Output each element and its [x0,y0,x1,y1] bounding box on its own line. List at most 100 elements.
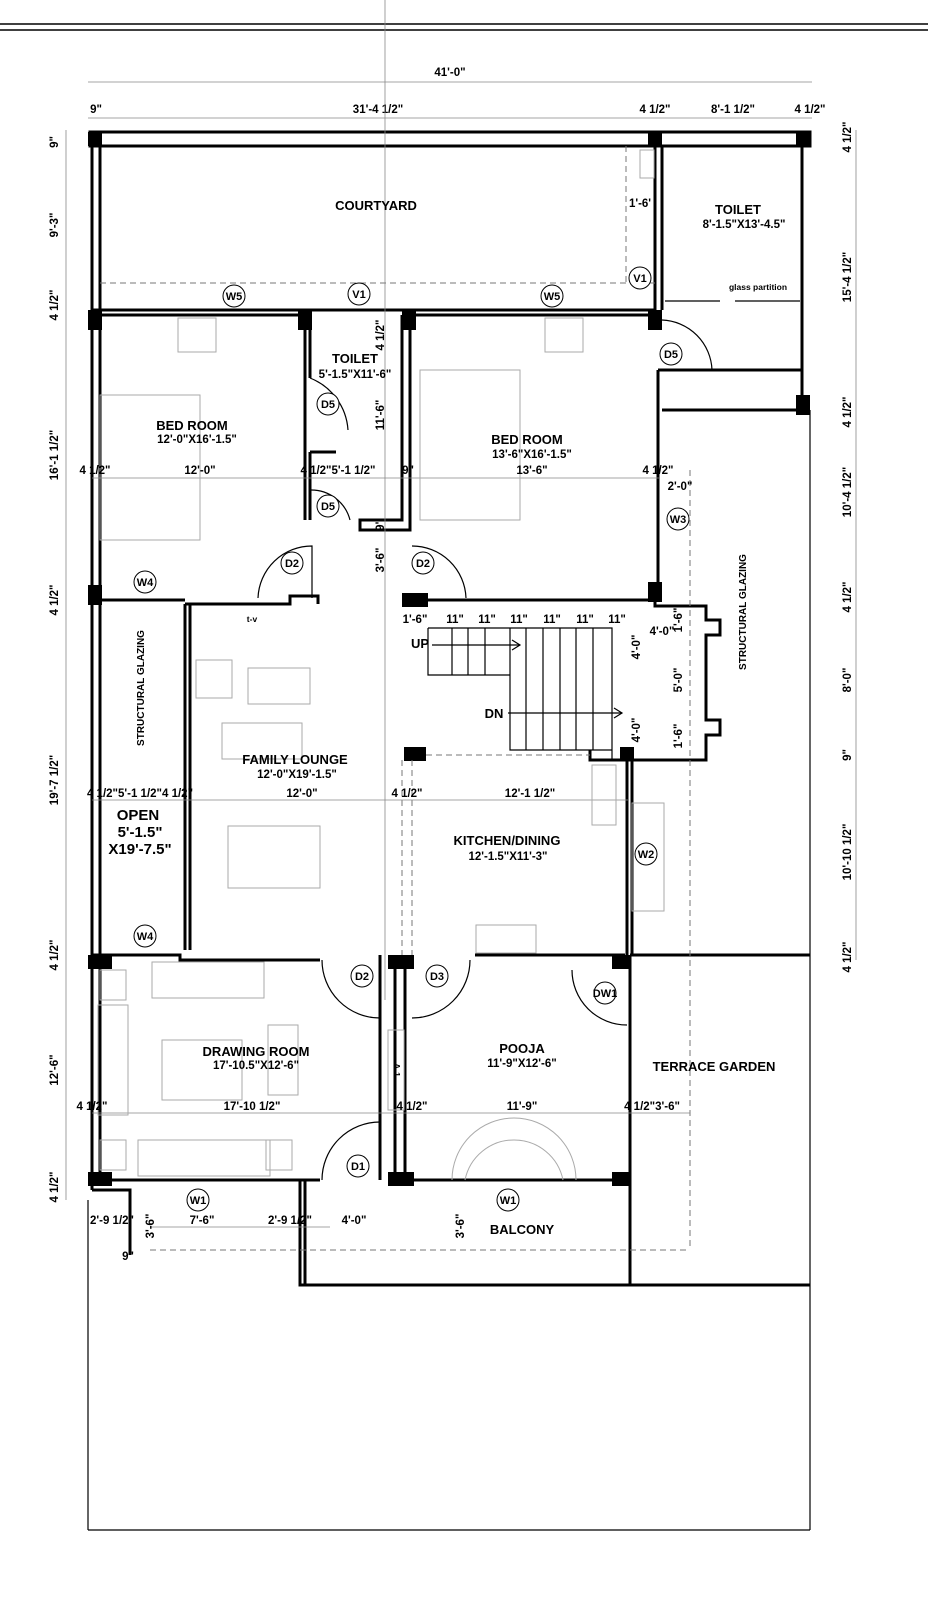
walls [88,130,812,1287]
inner-dims: 4 1/2" 12'-0" 4 1/2"5'-1 1/2" 9" 13'-6" … [76,319,692,1263]
tag-circle [411,551,435,575]
room-labels: COURTYARD TOILET 8'-1.5"X13'-4.5" BED RO… [108,198,785,1237]
dim: 8'-0" [842,668,854,693]
tag-circle [347,282,371,306]
dimension-lines [65,81,857,1200]
kitchen-size: 12'-1.5"X11'-3" [468,851,547,863]
dim: 4 1/2" [49,939,61,970]
tag-label: V1 [633,273,646,285]
dim: 9" [90,104,102,116]
opening-tag: W2 [634,842,658,866]
tag-label: D2 [416,558,430,570]
reference-lines [92,0,691,1251]
opening-tag: V1 [628,266,652,290]
notes: glass partition STRUCTURAL GLAZING STRUC… [136,198,787,1077]
dim: 4 1/2"5'-1 1/2" [300,465,375,477]
opening-tag: W5 [540,284,564,308]
dim: 4 1/2"5'-1 1/2"4 1/2" [87,788,193,800]
right-dims: 4 1/2" 15'-4 1/2" 4 1/2" 10'-4 1/2" 4 1/… [842,121,854,972]
opening-tag: D5 [316,392,340,416]
tag-circle [346,1154,370,1178]
tag-label: D2 [285,558,299,570]
staircase [427,627,624,760]
open-size-1: 5'-1.5" [118,824,163,841]
tag-label: D1 [351,1161,365,1173]
tv-note: t-v [247,614,258,624]
dim: 4 1/2" [76,1101,107,1113]
opening-tag: D2 [280,551,304,575]
tag-label: W3 [670,514,687,526]
header-rule [0,23,928,31]
tag-label: D5 [321,501,335,513]
dim: 3'-6" [145,1214,157,1239]
tag-label: W4 [137,577,154,589]
dim: 4 1/2" [79,465,110,477]
dim: 13'-6" [516,465,547,477]
dim: 11" [576,614,594,626]
tag-label: W1 [500,1195,517,1207]
dim: 12'-0" [184,465,215,477]
site-boundary [87,410,811,1531]
dim: 4 1/2" [375,319,387,350]
tag-circle [593,981,617,1005]
tag-circle [186,1188,210,1212]
dim: 16'-1 1/2" [49,430,61,480]
opening-tag: W4 [133,924,157,948]
dim: 1'-6" [673,608,685,633]
dim: 4 1/2" [794,104,825,116]
dim: 4 1/2" [842,121,854,152]
dim: 1'-6" [403,614,428,626]
opening-tag: D2 [350,964,374,988]
tag-circle [496,1188,520,1212]
dim: 2'-0" [668,481,693,493]
dim: 7'-6" [190,1215,215,1227]
bedroom-right-label: BED ROOM [491,432,563,447]
dim: 31'-4 1/2" [353,104,403,116]
tag-circle [316,494,340,518]
dim: 11'-9" [507,1101,538,1113]
dim: 11" [446,614,464,626]
courtyard-label: COURTYARD [335,198,417,213]
opening-tag: W1 [496,1188,520,1212]
ac-unit-note: A-1 [392,1063,402,1077]
dim: 9" [122,1251,134,1263]
dim: 5'-0" [673,668,685,693]
opening-tag: D5 [659,342,683,366]
dim: 12'-6" [49,1054,61,1085]
pooja-size: 11'-9"X12'-6" [487,1058,556,1070]
tag-label: D2 [355,971,369,983]
dim: 2'-9 1/2" [90,1215,134,1227]
open-label: OPEN [117,807,160,824]
dim: 4 1/2" [842,396,854,427]
opening-tag: W3 [666,507,690,531]
dim: 11" [478,614,496,626]
tag-label: W2 [638,849,655,861]
tag-circle [350,964,374,988]
door-swings [257,319,713,1181]
opening-tag: D3 [425,964,449,988]
dim: 12'-0" [286,788,317,800]
tag-label: W5 [226,291,243,303]
tag-label: V1 [352,289,365,301]
pooja-label: POOJA [499,1041,545,1056]
toilet-gap-dim: 1'-6' [629,198,651,210]
opening-tag: W5 [222,284,246,308]
dim: 11" [543,614,561,626]
dim: 9" [842,749,854,761]
overall-width-dim: 41'-0" [434,67,465,79]
toilet-master-label: TOILET [715,202,761,217]
dim: 15'-4 1/2" [842,252,854,302]
furniture [97,149,665,1181]
balcony-label: BALCONY [490,1222,555,1237]
dim: 4 1/2" [842,581,854,612]
drawing-room-size: 17'-10.5"X12'-6" [213,1060,299,1072]
dim: 4'-0" [631,635,643,660]
columns [88,132,810,1186]
toilet-mid-label: TOILET [332,351,378,366]
tag-circle [222,284,246,308]
top-dims: 9" 31'-4 1/2" 4 1/2" 8'-1 1/2" 4 1/2" [90,104,825,116]
tag-label: DW1 [593,988,617,1000]
family-lounge-label: FAMILY LOUNGE [242,752,348,767]
dim: 10'-10 1/2" [842,824,854,881]
